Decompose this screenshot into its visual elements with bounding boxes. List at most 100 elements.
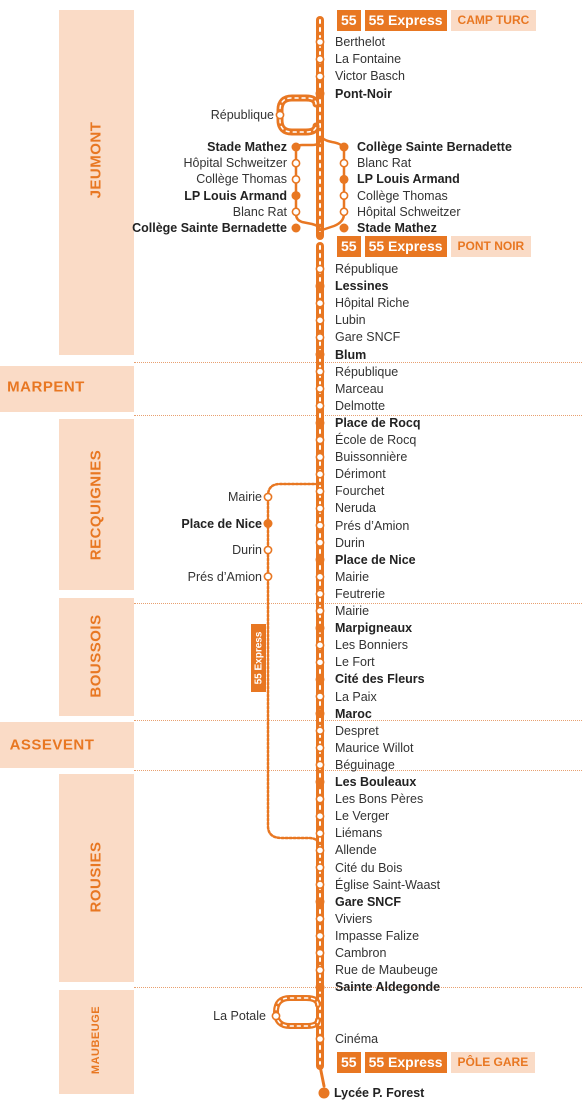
zone-band-assevent [0, 722, 134, 768]
destination-label: PONT NOIR [450, 236, 532, 257]
stop-marker [315, 692, 325, 701]
destination-label: PÔLE GARE [450, 1052, 536, 1073]
stop-marker [315, 965, 325, 975]
stop-stade-mathez: Stade Mathez [207, 140, 287, 154]
zone-band-maubeuge [59, 990, 134, 1094]
stop-marker [315, 384, 325, 394]
stop-cin-ma: Cinéma [335, 1032, 379, 1046]
stop-pr-s-d-amion: Prés d’Amion [187, 569, 262, 584]
stop-marker [315, 538, 325, 547]
stop-marker [315, 418, 325, 428]
line-name-badge: 55 Express [364, 236, 447, 257]
line-number-badge: 55 [337, 1052, 361, 1073]
stop-marker [339, 223, 349, 233]
stop-sainte-aldegonde: Sainte Aldegonde [335, 980, 441, 995]
express-branch-label: 55 Express [253, 631, 264, 685]
stop-berthelot: Berthelot [335, 35, 386, 49]
zone-band-rousies [59, 774, 134, 982]
stop-marker [315, 589, 325, 599]
stop-victor-basch: Victor Basch [335, 69, 405, 84]
stop-marker [315, 897, 325, 907]
stop-marker [315, 54, 325, 64]
stop-marker [315, 1034, 325, 1044]
stop-marker [339, 158, 349, 168]
stop-marker [315, 640, 325, 650]
stop-les-bons-p-res: Les Bons Pères [335, 792, 424, 807]
stop-marker [315, 880, 325, 889]
stop-marker [315, 315, 325, 325]
zone-label-marpent: MARPENT [7, 378, 85, 396]
stop-marker [315, 743, 325, 753]
destination-label: CAMP TURC [450, 10, 537, 31]
stop-marker [291, 174, 301, 184]
stop-marker [315, 846, 325, 855]
stop-marker [271, 1011, 281, 1021]
stop-marker [291, 142, 301, 152]
stop-blanc-rat: Blanc Rat [232, 204, 287, 219]
stop-h-pital-riche: Hôpital Riche [335, 296, 410, 311]
stop-marker [318, 1087, 330, 1099]
stop-b-guinage: Béguinage [335, 757, 395, 772]
stop-lessines: Lessines [335, 279, 389, 294]
stop-maurice-willot: Maurice Willot [335, 740, 414, 755]
stop-cambron: Cambron [335, 946, 387, 960]
stop-glise-saint-waast: Église Saint-Waast [335, 877, 441, 892]
zone-separator [134, 720, 582, 721]
stop-marker [263, 492, 273, 502]
stop-fourchet: Fourchet [335, 484, 385, 499]
stop-blanc-rat: Blanc Rat [357, 156, 412, 171]
zone-separator [134, 362, 582, 363]
stop-marker [315, 89, 325, 99]
zone-band-jeumont [59, 10, 134, 355]
stop-marker [315, 606, 325, 616]
stop-marker [315, 982, 325, 992]
stop-coll-ge-thomas: Collège Thomas [196, 172, 287, 187]
stop-marker [315, 794, 325, 804]
stop-cit-du-bois: Cité du Bois [335, 860, 403, 875]
stop-marker [315, 948, 325, 958]
stop-marker [315, 469, 325, 479]
line-number-badge: 55 [337, 236, 361, 257]
stop-marpigneaux: Marpigneaux [335, 621, 413, 636]
express-branch-badge: 55 Express [251, 624, 266, 692]
stop-feutrerie: Feutrerie [335, 586, 386, 601]
stop-le-fort: Le Fort [335, 655, 375, 670]
line-name-badge: 55 Express [364, 1052, 447, 1073]
stop-buissonni-re: Buissonnière [335, 450, 408, 465]
stop-marker [315, 298, 325, 308]
stop-lp-louis-armand: LP Louis Armand [184, 188, 287, 203]
stop-les-bouleaux: Les Bouleaux [335, 775, 417, 789]
stop-h-pital-schweitzer: Hôpital Schweitzer [357, 204, 461, 219]
stop-marker [263, 572, 273, 581]
stop-marker [315, 452, 325, 462]
stop-marker [339, 207, 349, 217]
stop-marker [315, 332, 325, 342]
stop-mairie: Mairie [227, 490, 262, 504]
stop-marker [315, 72, 325, 81]
stop-marker [315, 674, 325, 684]
stop-despret: Despret [335, 723, 379, 738]
stop-marker [315, 623, 325, 633]
stop-le-verger: Le Verger [335, 809, 390, 824]
stop-r-publique: République [210, 108, 274, 122]
stop-marker [263, 545, 273, 555]
stop-maroc: Maroc [335, 706, 372, 721]
stop-allende: Allende [335, 843, 377, 858]
stop-marker [315, 486, 325, 496]
zone-band-recquignies [59, 419, 134, 590]
stop-marker [315, 811, 325, 821]
stop-lyc-e-p-forest: Lycée P. Forest [334, 1086, 425, 1100]
stop-marker [315, 572, 325, 582]
stop-marker [291, 207, 301, 217]
stop-pont-noir: Pont-Noir [335, 86, 392, 101]
zone-band-marpent [0, 366, 134, 412]
stop-mairie: Mairie [335, 604, 370, 618]
stop-lubin: Lubin [335, 313, 366, 328]
stop-coll-ge-sainte-bernadette: Collège Sainte Bernadette [357, 140, 512, 154]
zone-label-assevent: ASSEVENT [9, 736, 95, 754]
stop-place-de-nice: Place de Nice [335, 552, 416, 567]
stop-marker [315, 760, 325, 770]
stop-marker [291, 223, 301, 233]
stop-marker [275, 110, 285, 120]
